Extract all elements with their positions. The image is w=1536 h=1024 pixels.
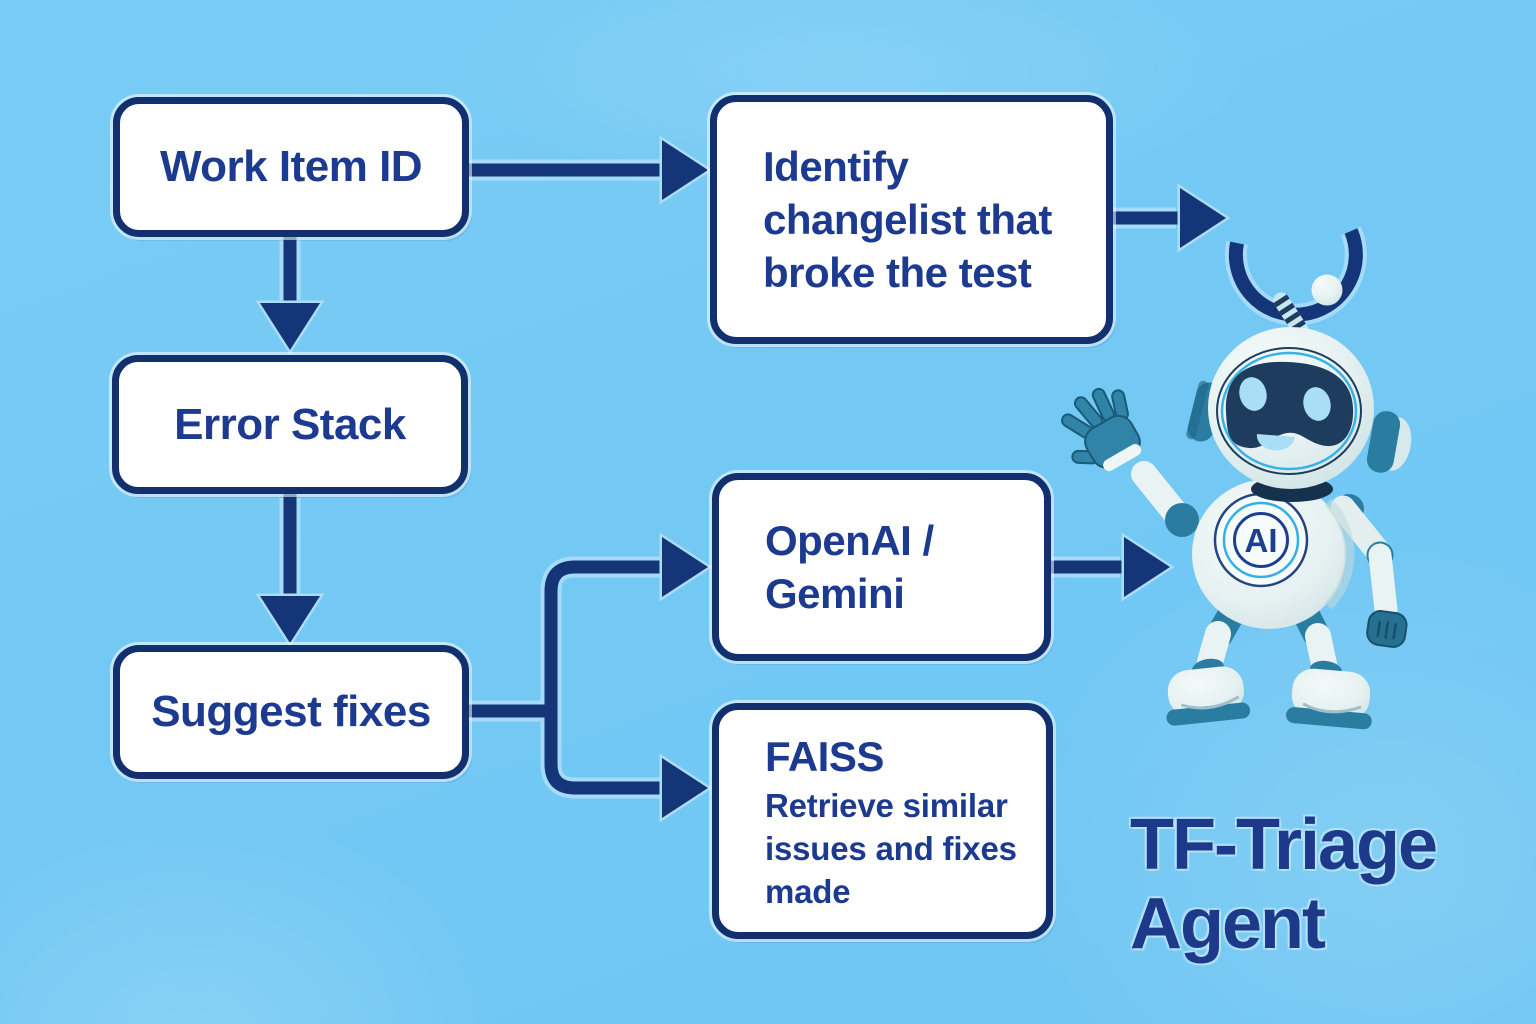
antenna	[1273, 274, 1343, 339]
node-openai-gemini: OpenAI / Gemini	[712, 473, 1051, 661]
boot-left	[1166, 666, 1251, 726]
node-heading: FAISS	[765, 732, 884, 780]
boot-right	[1286, 668, 1372, 730]
eye-right	[1303, 387, 1331, 421]
fist	[1366, 610, 1408, 648]
node-error-stack: Error Stack	[112, 355, 468, 494]
node-faiss: FAISS Retrieve similar issues and fixes …	[712, 703, 1053, 939]
node-label: Suggest fixes	[151, 687, 431, 736]
arrow-errorstack-to-suggestfixes	[255, 494, 325, 648]
ai-badge: AI	[1213, 492, 1309, 588]
eye-left	[1239, 377, 1267, 411]
node-label-line: Gemini	[765, 570, 905, 617]
arrow-workitem-to-identify	[469, 135, 713, 205]
arc-loop-icon	[1224, 226, 1367, 326]
node-label-line: changelist that	[763, 196, 1052, 243]
branch-suggestfixes	[469, 532, 713, 823]
node-identify-changelist: Identify changelist that broke the test	[710, 95, 1113, 344]
node-label: Work Item ID	[159, 142, 423, 191]
node-suggest-fixes: Suggest fixes	[113, 645, 469, 779]
node-label-line: broke the test	[763, 249, 1032, 296]
caption-line: Agent	[1130, 884, 1326, 964]
open-hand	[1061, 387, 1142, 472]
node-label-line: issues and fixes	[765, 829, 1017, 867]
arrow-llm-to-agent	[1051, 532, 1175, 602]
mouth	[1256, 434, 1295, 451]
arrow-identify-to-agent	[1113, 183, 1231, 253]
node-label-line: Identify	[763, 143, 909, 190]
node-label-line: made	[765, 872, 851, 910]
node-work-item-id: Work Item ID	[113, 97, 469, 237]
head	[1208, 327, 1374, 489]
waving-arm	[1061, 387, 1199, 537]
caption-title: TF-Triage Agent	[1130, 805, 1438, 964]
right-arm-lower	[1366, 541, 1408, 648]
node-label-line: OpenAI /	[765, 517, 934, 564]
arrow-workitem-to-errorstack	[255, 237, 325, 355]
caption-line: TF-Triage	[1130, 805, 1438, 885]
node-label-line: Retrieve similar	[765, 786, 1008, 824]
node-label: Error Stack	[174, 399, 406, 449]
ai-badge-label: AI	[1245, 522, 1278, 559]
ai-robot-mascot: AI	[1061, 274, 1412, 730]
ear-right	[1366, 411, 1412, 473]
